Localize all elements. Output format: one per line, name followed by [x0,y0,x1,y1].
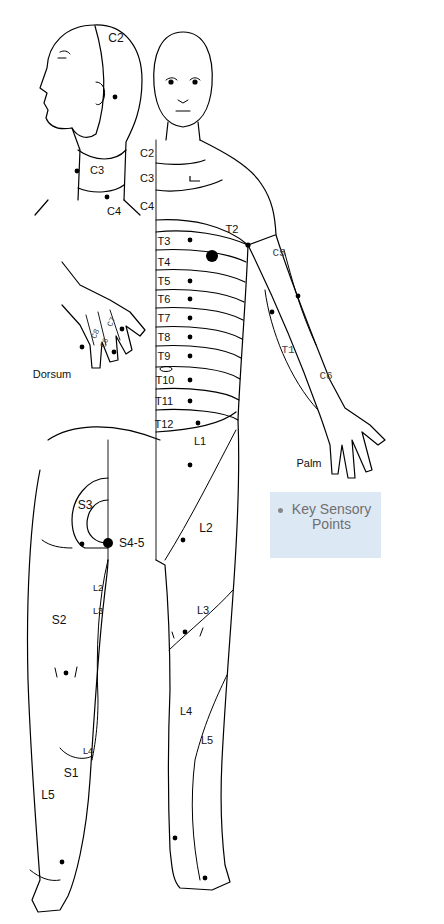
dermatome-label: C5 [271,247,286,260]
legend-dot [278,508,283,513]
dermatome-label: Dorsum [32,368,73,381]
dermatome-label: L2 [92,583,104,594]
dermatome-label: C7 [105,315,119,330]
dermatome-label: C4 [106,205,122,218]
dermatome-label: S4-5 [118,536,145,550]
dermatome-label: L3 [92,606,104,617]
legend-text: Key Sensory Points [288,502,375,533]
dermatome-label: L3 [196,604,210,617]
dermatome-label: C6 [98,336,112,351]
dermatome-label: C3 [89,164,105,177]
dermatome-label: T11 [154,395,174,408]
dermatome-label: T9 [157,350,172,363]
dermatome-label: C6 [318,370,333,383]
dermatome-label: L2 [198,521,213,535]
dermatome-label: S3 [77,498,94,512]
dermatome-label: L4 [82,746,94,757]
dermatome-label: C4 [139,200,155,213]
dermatome-label: T1 [280,344,295,357]
dermatome-label: Palm [295,457,322,470]
dermatome-label: T8 [157,331,172,344]
dermatome-label: T2 [225,223,240,236]
legend-box: Key Sensory Points [270,492,381,558]
dermatome-label: T6 [157,293,172,306]
dermatome-label: C3 [139,172,155,185]
dermatome-label: T10 [155,374,176,387]
dermatome-label: L4 [179,705,193,718]
dermatome-label: S2 [51,613,68,627]
dermatome-label: T7 [157,312,172,325]
dermatome-label: L5 [200,734,214,747]
dermatome-label: L5 [40,788,55,802]
dermatome-label: C2 [139,147,155,160]
dermatome-label: S1 [63,766,80,780]
dermatome-label: T12 [154,418,175,431]
dermatome-label: T3 [157,235,172,248]
dermatome-label: T4 [157,256,172,269]
dermatome-label: L1 [193,435,207,448]
key-sensory-points [60,95,301,881]
dermatome-label: T5 [157,275,172,288]
dermatome-label: C2 [107,31,124,45]
